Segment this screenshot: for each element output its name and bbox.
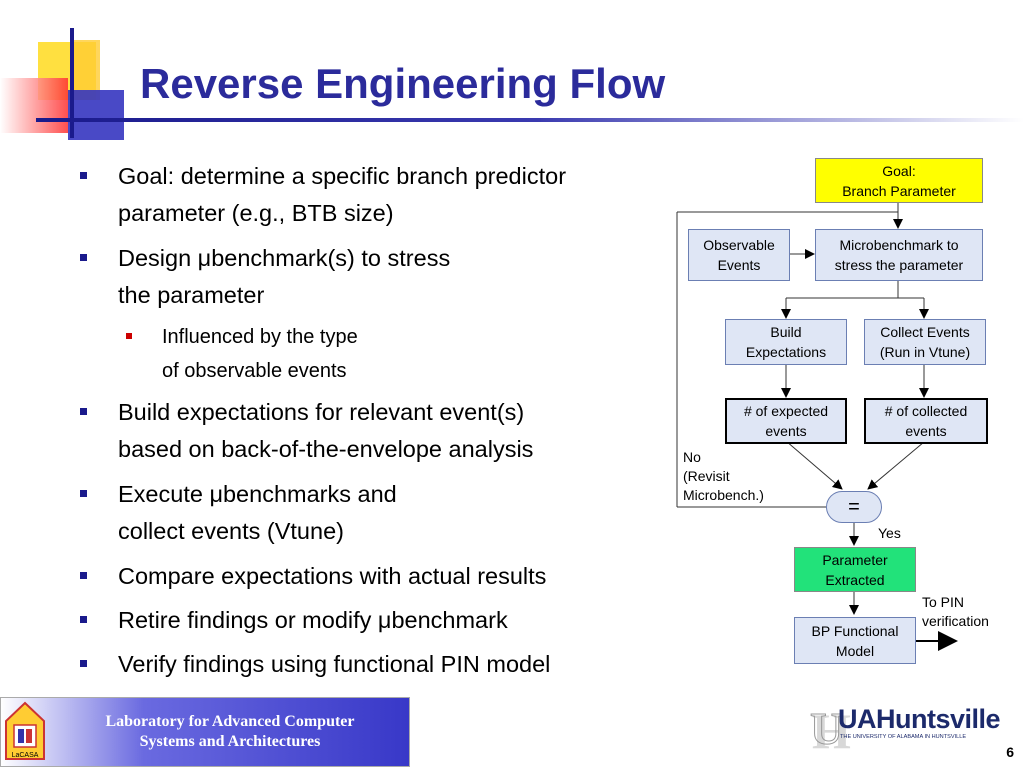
page-title: Reverse Engineering Flow <box>140 60 666 107</box>
svg-text:U: U <box>810 703 843 754</box>
page-number: 6 <box>1006 744 1014 760</box>
bullet-marker <box>80 408 87 415</box>
bullet-marker <box>80 490 87 497</box>
svg-text:H: H <box>812 703 851 756</box>
bullet-text: Build expectations for relevant event(s) <box>118 399 525 425</box>
bullet-marker <box>80 172 87 179</box>
bullet-text: the parameter <box>118 282 265 308</box>
bullet-text: of observable events <box>162 360 347 382</box>
bullet-marker <box>80 254 87 261</box>
bullet-marker <box>80 572 87 579</box>
bullet-marker <box>80 616 87 623</box>
sub-bullet-marker <box>126 333 132 339</box>
uah-logo: H U UAHuntsville THE UNIVERSITY OF ALABA… <box>806 698 1024 760</box>
compare-node: = <box>826 491 882 523</box>
title-underline <box>50 118 1024 122</box>
collect-events-box: Collect Events(Run in Vtune) <box>864 319 986 365</box>
uah-emblem-icon: H U <box>808 700 866 760</box>
lacasa-logo: LaCASA <box>4 701 46 761</box>
bullet-text: parameter (e.g., BTB size) <box>118 200 394 226</box>
bullet-marker <box>80 660 87 667</box>
svg-text:LaCASA: LaCASA <box>12 752 39 759</box>
goal-box: Goal:Branch Parameter <box>815 158 983 203</box>
bullet-text: collect events (Vtune) <box>118 518 344 544</box>
bullet-text: Goal: determine a specific branch predic… <box>118 163 567 189</box>
bullet-text: Execute μbenchmarks and <box>118 481 397 507</box>
uah-wordmark: UAHuntsville <box>838 704 1001 734</box>
bullet-text: Influenced by the type <box>162 326 358 348</box>
footer-banner <box>0 697 410 767</box>
bullet-text: based on back-of-the-envelope analysis <box>118 436 534 462</box>
bullet-text: Design μbenchmark(s) to stress <box>118 245 451 271</box>
uah-subtitle: THE UNIVERSITY OF ALABAMA IN HUNTSVILLE <box>840 734 967 740</box>
yes-label: Yes <box>878 525 901 541</box>
